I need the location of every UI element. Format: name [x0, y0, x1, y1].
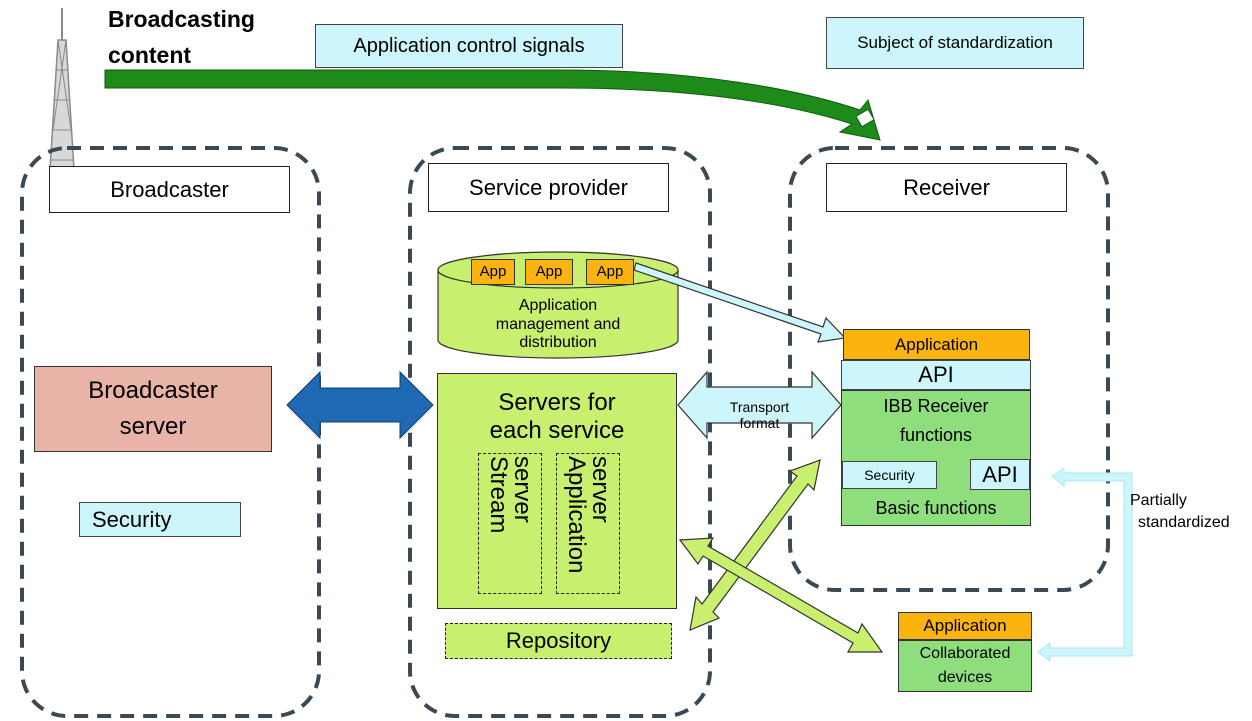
broadcaster-link-arrow: [286, 370, 434, 440]
servers-devices-arrow: [678, 537, 884, 653]
app-box-2: App: [525, 259, 573, 285]
servers-label-line1: Servers for: [498, 389, 616, 416]
application-server-label-line1: Application: [563, 456, 590, 574]
app-management-label: Application management and distribution: [470, 295, 646, 355]
receiver-group-outline: [788, 146, 1110, 592]
app-control-signals-label: Application control signals: [315, 24, 623, 68]
service-provider-title: Service provider: [428, 163, 669, 212]
receiver-security-box: Security: [842, 461, 937, 489]
receiver-title: Receiver: [826, 163, 1067, 212]
broadcaster-security-box: Security: [79, 502, 241, 537]
ibb-receiver-label-line2: functions: [899, 424, 973, 445]
app-management-label-line2: management and: [495, 315, 621, 333]
app-management-label-line1: Application: [518, 297, 598, 315]
app-box-1: App: [471, 259, 515, 285]
collaborated-devices-label-line2: devices: [937, 669, 993, 686]
broadcasting-content-label-line2: content: [108, 42, 192, 68]
broadcaster-server-label-line1: Broadcaster: [88, 377, 218, 405]
broadcaster-server-label-line2: server: [119, 413, 187, 440]
service-provider-group-outline: [408, 146, 712, 718]
subject-of-standardization-legend: Subject of standardization: [826, 17, 1084, 69]
servers-for-each-service-label: Servers for each service: [437, 389, 677, 444]
ibb-receiver-box: [841, 390, 1031, 526]
receiver-api-bottom-box: API: [970, 459, 1030, 490]
receiver-application-label: Application: [894, 334, 979, 354]
stream-server-box: Stream server: [478, 453, 542, 594]
broadcaster-server-box: Broadcaster server: [34, 366, 272, 452]
collab-application-box: Application: [898, 612, 1032, 640]
receiver-application-box: Application: [843, 329, 1030, 360]
stream-server-label-line1: Stream: [485, 456, 512, 534]
ibb-receiver-label-line1: IBB Receiver: [883, 396, 989, 416]
broadcasting-arrow: [104, 69, 881, 141]
stream-server-label-line2: server: [509, 456, 536, 523]
broadcasting-content-label-line1: Broadcasting: [108, 6, 255, 32]
transport-format-label-line2: format: [739, 415, 780, 432]
application-server-box: Application server: [556, 453, 620, 594]
app-box-3: App: [586, 259, 634, 285]
servers-label-line2: each service: [489, 416, 625, 444]
partially-standardized-label-line2: standardized: [1138, 514, 1230, 531]
collaborated-devices-label-line1: Collaborated: [919, 644, 1011, 662]
partially-standardized-label-line1: Partially: [1130, 492, 1187, 509]
repository-receiver-arrow: [689, 459, 821, 631]
application-server-label-line2: server: [587, 456, 614, 523]
receiver-api-top-box: API: [841, 360, 1031, 390]
broadcast-tower-icon: [49, 8, 75, 171]
ibb-receiver-label: IBB Receiver functions: [841, 396, 1031, 445]
arrow-marker-icon: [855, 108, 875, 128]
transport-format-label: Transport format: [712, 399, 807, 431]
transport-format-label-line1: Transport: [729, 399, 790, 415]
app-delivery-arrow: [633, 262, 847, 343]
repository-box: Repository: [445, 623, 672, 659]
partially-standardized-connector: [1037, 467, 1133, 662]
app-management-label-line3: distribution: [519, 334, 597, 352]
basic-functions-label: Basic functions: [875, 497, 997, 518]
broadcaster-title: Broadcaster: [49, 166, 290, 213]
collaborated-devices-box: Collaborated devices: [898, 640, 1032, 692]
servers-for-each-service-box: [437, 373, 677, 609]
